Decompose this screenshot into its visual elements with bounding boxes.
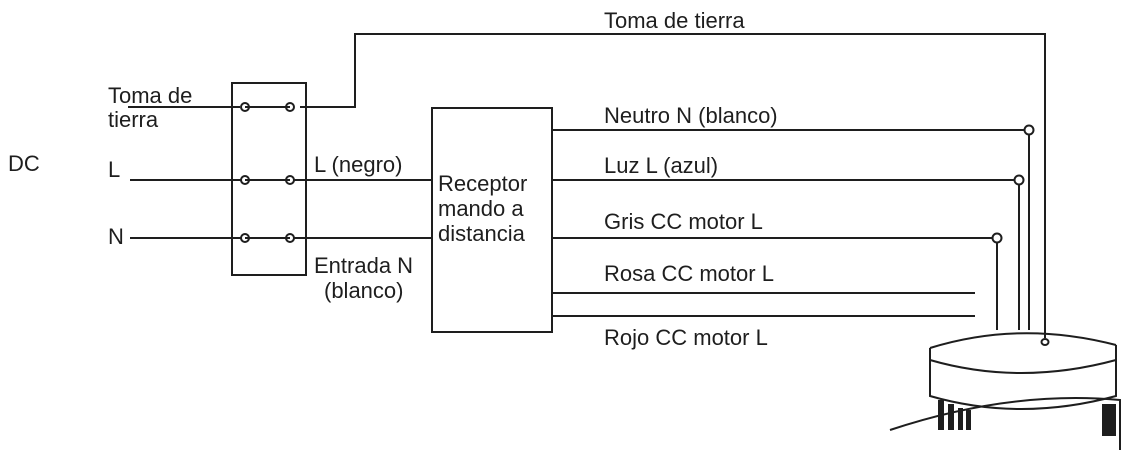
dc-label: DC	[8, 151, 40, 176]
ground-left-label-line2: tierra	[108, 107, 159, 132]
gris-label: Gris CC motor L	[604, 209, 763, 234]
rojo-label: Rojo CC motor L	[604, 325, 768, 350]
ground-left-label-line1: Toma de	[108, 83, 193, 108]
receiver-label-line3: distancia	[438, 221, 525, 246]
neutro-label: Neutro N (blanco)	[604, 103, 778, 128]
receiver-label-line1: Receptor	[438, 171, 528, 196]
receiver-label-line2: mando a	[438, 196, 524, 221]
ground-top-label: Toma de tierra	[604, 8, 745, 33]
receiver-box	[431, 107, 553, 333]
ground-wire	[300, 33, 1046, 338]
motor-detail-icon	[938, 400, 1116, 436]
motor-icon	[889, 332, 1121, 450]
luz-label: Luz L (azul)	[604, 153, 719, 178]
l-label: L	[108, 157, 121, 182]
entrada-label-line1: Entrada N	[314, 253, 414, 278]
n-label: N	[108, 224, 124, 249]
rosa-label: Rosa CC motor L	[604, 261, 774, 286]
l-negro-label: L (negro)	[314, 152, 403, 177]
entrada-label-line2: (blanco)	[324, 278, 404, 303]
